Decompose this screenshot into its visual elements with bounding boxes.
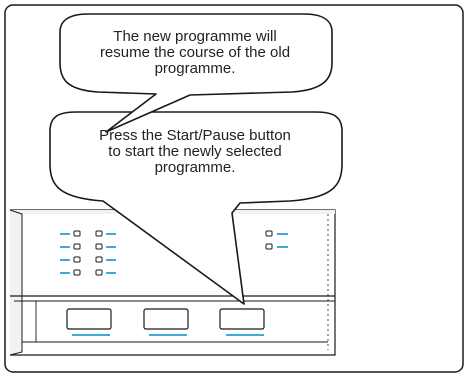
option-button[interactable] (143, 308, 189, 330)
outer-frame (4, 4, 464, 373)
programme-button[interactable] (66, 308, 112, 330)
indicator-led (73, 256, 81, 263)
panel-left-edge (9, 209, 23, 356)
control-panel (9, 209, 336, 356)
indicator-led (95, 256, 103, 263)
indicator-led (265, 230, 273, 237)
indicator-led (95, 230, 103, 237)
indicator-led (265, 243, 273, 250)
callout-bottom-text: Press the Start/Pause button to start th… (99, 127, 291, 176)
callout-bottom-bubble (49, 111, 343, 305)
start-pause-button[interactable] (219, 308, 265, 330)
indicator-group-left (60, 230, 116, 276)
indicator-row (265, 243, 288, 250)
indicator-row (60, 256, 116, 263)
indicator-row (60, 243, 116, 250)
indicator-led (73, 243, 81, 250)
indicator-row (60, 269, 116, 276)
button-strip (10, 295, 335, 350)
indicator-led (95, 243, 103, 250)
indicator-led (73, 269, 81, 276)
indicator-row (60, 230, 116, 237)
indicator-group-right (265, 230, 288, 250)
callout-top-bubble (59, 13, 333, 133)
indicator-row (265, 230, 288, 237)
indicator-led (73, 230, 81, 237)
callout-top-text: The new programme will resume the course… (99, 28, 291, 77)
indicator-led (95, 269, 103, 276)
